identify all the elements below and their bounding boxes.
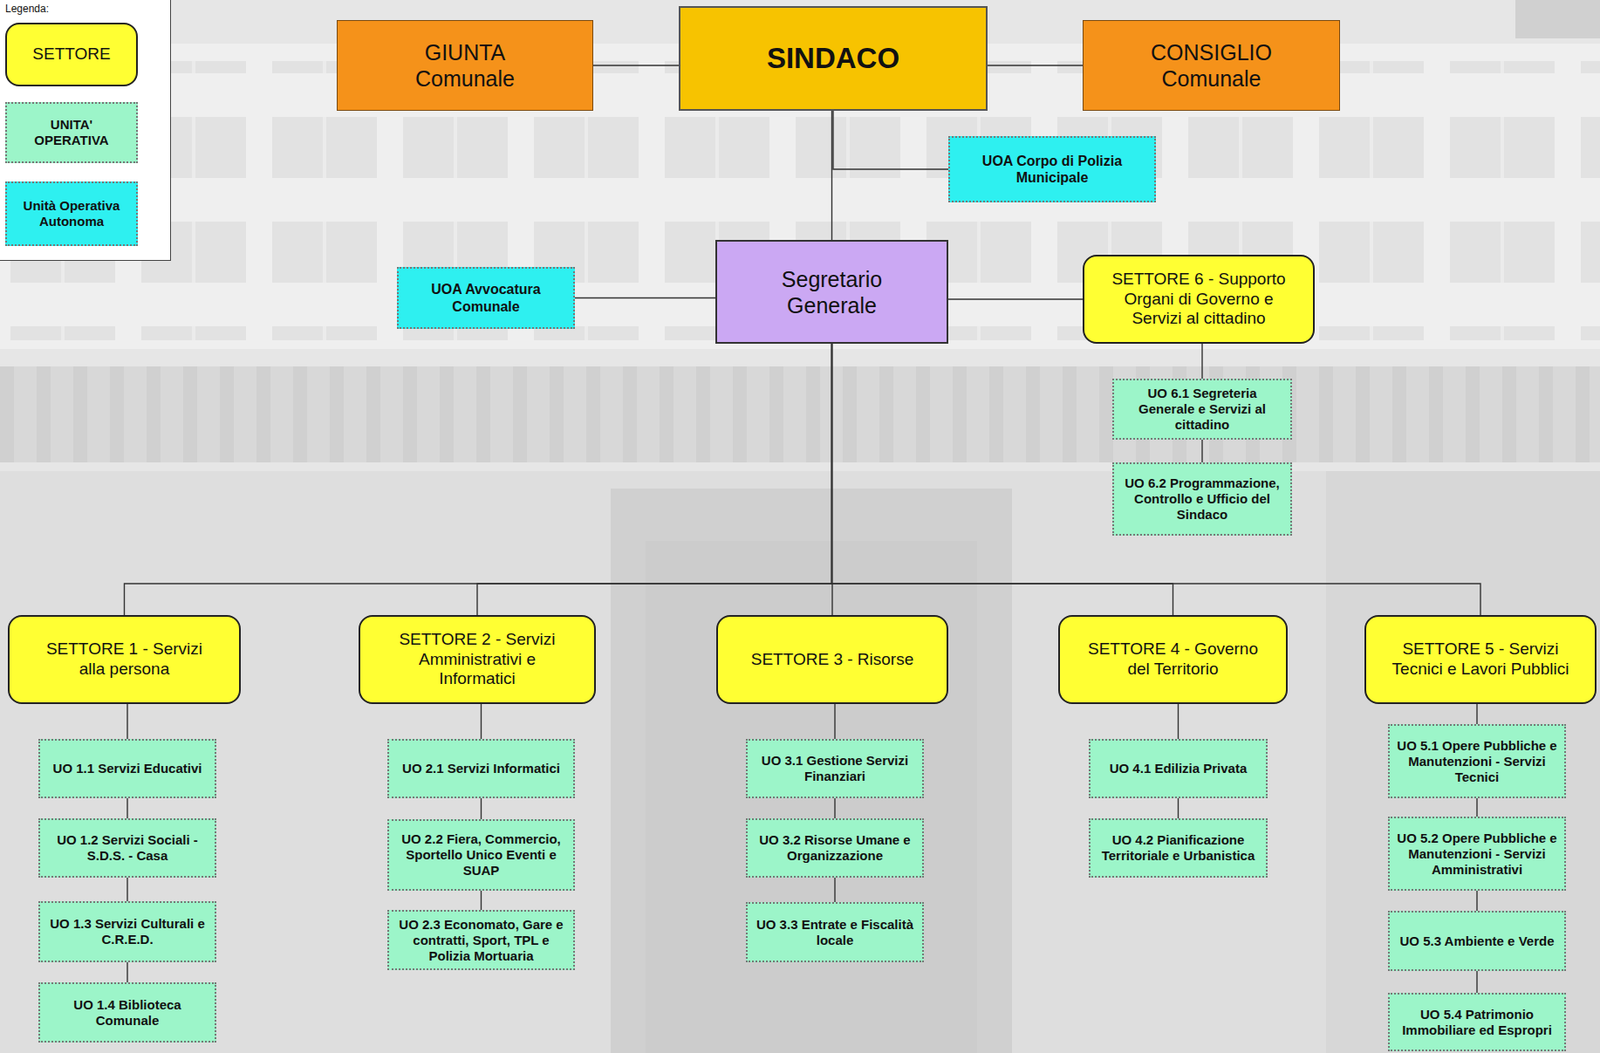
sector-box: SETTORE 4 - Governo del Territorio <box>1058 615 1288 705</box>
node-text: SETTORE 2 - Servizi Amministrativi e Inf… <box>389 629 565 690</box>
node-text: UO 5.2 Opere Pubbliche e Manutenzioni - … <box>1395 830 1559 878</box>
connector-line <box>834 877 835 903</box>
connector-line <box>593 64 679 66</box>
unit-box: UO 6.1 Segreteria Generale e Servizi al … <box>1112 378 1293 440</box>
connector-line <box>1476 798 1477 817</box>
unit-box: UO 3.3 Entrate e Fiscalità locale <box>745 902 924 963</box>
connector-line <box>1476 970 1477 993</box>
legend-text: UNITA' OPERATIVA <box>13 116 130 149</box>
unit-box: UO 3.2 Risorse Umane e Organizzazione <box>745 818 924 878</box>
sector-box: SETTORE 6 - Supporto Organi di Governo e… <box>1082 254 1315 344</box>
unit-box: UO 1.2 Servizi Sociali - S.D.S. - Casa <box>38 818 217 878</box>
legend-autonomous-swatch: Unità Operativa Autonoma <box>5 181 138 247</box>
node-text: SINDACO <box>766 41 900 76</box>
sector-box: SETTORE 1 - Servizi alla persona <box>7 615 241 705</box>
unit-box: UO 1.1 Servizi Educativi <box>38 738 217 799</box>
node-text: SETTORE 5 - Servizi Tecnici e Lavori Pub… <box>1384 639 1577 680</box>
node-text: CONSIGLIO Comunale <box>1137 39 1286 92</box>
node-text: UO 2.1 Servizi Informatici <box>402 760 561 777</box>
council-box: CONSIGLIO Comunale <box>1082 20 1341 111</box>
connector-line <box>124 343 833 616</box>
connector-line <box>126 798 128 819</box>
node-text: SETTORE 4 - Governo del Territorio <box>1081 639 1265 680</box>
connector-line <box>834 798 835 819</box>
legend-text: SETTORE <box>32 44 110 65</box>
unit-box: UO 5.3 Ambiente e Verde <box>1388 910 1566 971</box>
connector-line <box>126 877 128 902</box>
node-text: UOA Corpo di Polizia Municipale <box>956 152 1149 186</box>
sector-box: SETTORE 2 - Servizi Amministrativi e Inf… <box>358 615 596 705</box>
node-text: Segretario Generale <box>766 266 898 319</box>
unit-box: UO 6.2 Programmazione, Controllo e Uffic… <box>1112 462 1293 536</box>
unit-box: UO 1.4 Biblioteca Comunale <box>38 982 217 1043</box>
connector-line <box>1201 343 1203 379</box>
connector-line <box>480 798 482 820</box>
autonomous-unit-box: UOA Avvocatura Comunale <box>396 266 575 329</box>
connector-line <box>1177 798 1179 819</box>
node-text: UO 5.4 Patrimonio Immobiliare ed Espropr… <box>1395 1006 1559 1039</box>
connector-line <box>480 890 482 910</box>
node-text: UO 3.2 Risorse Umane e Organizzazione <box>753 832 917 864</box>
node-text: UO 5.3 Ambiente e Verde <box>1399 933 1554 950</box>
node-text: SETTORE 3 - Risorse <box>751 649 915 671</box>
unit-box: UO 3.1 Gestione Servizi Finanziari <box>745 738 924 799</box>
node-text: UO 6.2 Programmazione, Controllo e Uffic… <box>1120 475 1285 523</box>
node-text: UO 3.1 Gestione Servizi Finanziari <box>753 752 917 785</box>
connector-line <box>126 962 128 983</box>
connector-line <box>948 298 1083 300</box>
connector-line <box>831 110 833 240</box>
node-text: SETTORE 1 - Servizi alla persona <box>46 639 204 680</box>
connector-line <box>832 343 1482 616</box>
node-text: UO 4.1 Edilizia Privata <box>1109 760 1248 777</box>
node-text: UO 1.1 Servizi Educativi <box>53 760 203 777</box>
node-text: UO 2.3 Economato, Gare e contratti, Spor… <box>395 916 568 965</box>
node-text: UO 5.1 Opere Pubbliche e Manutenzioni - … <box>1395 738 1559 786</box>
unit-box: UO 2.1 Servizi Informatici <box>387 738 575 799</box>
node-text: GIUNTA Comunale <box>399 39 531 92</box>
unit-box: UO 5.1 Opere Pubbliche e Manutenzioni - … <box>1388 724 1566 799</box>
node-text: UO 1.4 Biblioteca Comunale <box>46 997 209 1029</box>
unit-box: UO 4.2 Pianificazione Territoriale e Urb… <box>1088 818 1268 878</box>
node-text: UO 6.1 Segreteria Generale e Servizi al … <box>1120 385 1285 433</box>
unit-box: UO 2.2 Fiera, Commercio, Sportello Unico… <box>387 819 575 891</box>
connector-line <box>480 704 482 739</box>
unit-box: UO 2.3 Economato, Gare e contratti, Spor… <box>387 909 575 971</box>
node-text: UO 1.3 Servizi Culturali e C.R.E.D. <box>46 916 209 948</box>
legend-title: Legenda: <box>5 2 49 15</box>
connector-line <box>1177 704 1179 739</box>
unit-box: UO 5.4 Patrimonio Immobiliare ed Espropr… <box>1388 992 1566 1052</box>
connector-line <box>574 297 716 299</box>
node-text: UO 1.2 Servizi Sociali - S.D.S. - Casa <box>46 832 209 864</box>
connector-line <box>833 110 949 170</box>
legend-text: Unità Operativa Autonoma <box>13 198 130 230</box>
legend-unit-swatch: UNITA' OPERATIVA <box>5 102 138 164</box>
mayor-box: SINDACO <box>678 6 988 111</box>
unit-box: UO 5.2 Opere Pubbliche e Manutenzioni - … <box>1388 816 1566 891</box>
node-text: UO 3.3 Entrate e Fiscalità locale <box>753 916 917 949</box>
connector-line <box>126 704 128 739</box>
council-box: GIUNTA Comunale <box>336 20 594 111</box>
connector-line <box>1201 439 1203 463</box>
connector-line <box>834 704 835 739</box>
connector-line <box>987 64 1083 66</box>
node-text: UO 2.2 Fiera, Commercio, Sportello Unico… <box>395 831 568 879</box>
node-text: UOA Avvocatura Comunale <box>404 280 568 315</box>
unit-box: UO 1.3 Servizi Culturali e C.R.E.D. <box>38 901 217 963</box>
connector-line <box>477 343 833 616</box>
legend-sector-swatch: SETTORE <box>5 22 138 87</box>
connector-line <box>1476 890 1477 911</box>
autonomous-unit-box: UOA Corpo di Polizia Municipale <box>948 136 1156 203</box>
sector-box: SETTORE 3 - Risorse <box>716 615 949 705</box>
connector-line <box>1476 704 1477 725</box>
node-text: SETTORE 6 - Supporto Organi di Governo e… <box>1100 269 1298 329</box>
secretary-box: Segretario Generale <box>715 239 949 344</box>
unit-box: UO 4.1 Edilizia Privata <box>1088 738 1268 799</box>
node-text: UO 4.2 Pianificazione Territoriale e Urb… <box>1096 832 1260 864</box>
sector-box: SETTORE 5 - Servizi Tecnici e Lavori Pub… <box>1364 615 1597 705</box>
